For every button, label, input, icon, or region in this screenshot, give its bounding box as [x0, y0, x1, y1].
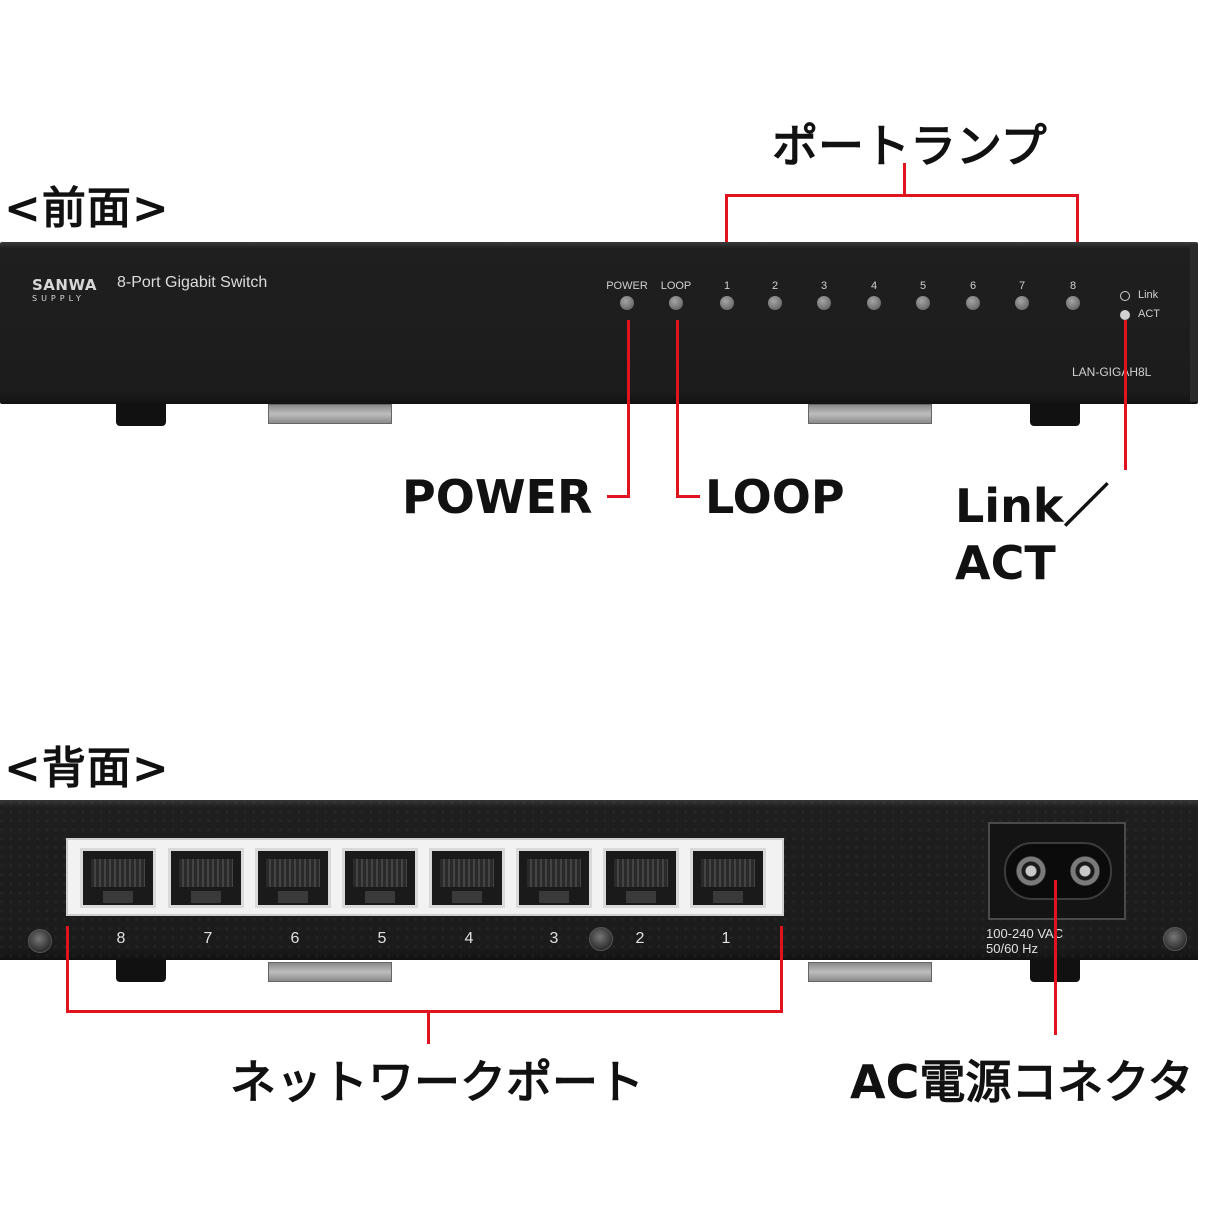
loop-callout: LOOP: [705, 470, 845, 524]
power-callout: POWER: [402, 470, 593, 524]
led-label-port-6: 6: [969, 280, 977, 292]
port-number-5: 5: [377, 930, 387, 947]
port-number-1: 1: [721, 930, 731, 947]
power-callout-line-h: [607, 495, 630, 498]
port-lamp-line-stem: [903, 163, 906, 196]
led-label-port-3: 3: [820, 280, 828, 292]
port-5-led: [916, 296, 930, 310]
screw-icon: [1163, 927, 1187, 951]
legend-link: Link: [1138, 289, 1159, 301]
legend-act: ACT: [1138, 308, 1160, 320]
screw-icon: [28, 929, 52, 953]
ac-socket: [1004, 842, 1112, 900]
act-legend-icon: [1120, 310, 1130, 320]
port-lamp-line-left: [725, 194, 728, 278]
led-label-loop: LOOP: [660, 280, 692, 292]
ethernet-port-4[interactable]: [429, 848, 505, 908]
ac-rating-line1: 100-240 VAC: [986, 926, 1064, 941]
loop-led: [669, 296, 683, 310]
led-label-port-8: 8: [1069, 280, 1077, 292]
port-lamp-line-right: [1076, 194, 1079, 278]
led-label-port-1: 1: [723, 280, 731, 292]
ethernet-port-6[interactable]: [255, 848, 331, 908]
network-port-line-left: [66, 926, 69, 1012]
port-number-4: 4: [464, 930, 474, 947]
front-foot-left: [116, 404, 166, 426]
rear-section-title: <背面>: [4, 743, 170, 794]
ethernet-port-3[interactable]: [516, 848, 592, 908]
network-port-line-bar: [66, 1010, 783, 1013]
front-panel-edge: [1190, 244, 1198, 402]
ac-connector-callout: AC電源コネクタ: [850, 1055, 1194, 1109]
rear-bracket-left: [268, 962, 392, 982]
rear-bracket-right: [808, 962, 932, 982]
ethernet-port-5[interactable]: [342, 848, 418, 908]
port-number-3: 3: [549, 930, 559, 947]
brand-logo: SANWA: [32, 276, 97, 294]
led-label-port-2: 2: [771, 280, 779, 292]
led-label-port-5: 5: [919, 280, 927, 292]
port-lamp-line-bar: [725, 194, 1079, 197]
port-7-led: [1015, 296, 1029, 310]
led-label-port-4: 4: [870, 280, 878, 292]
port-4-led: [867, 296, 881, 310]
network-port-line-right: [780, 926, 783, 1012]
loop-callout-line-v: [676, 320, 679, 498]
port-6-led: [966, 296, 980, 310]
network-port-callout: ネットワークポート: [230, 1055, 644, 1109]
led-label-port-7: 7: [1018, 280, 1026, 292]
ac-pin-left: [1016, 856, 1046, 886]
model-number: LAN-GIGAH8L: [1072, 365, 1152, 379]
product-name: 8-Port Gigabit Switch: [117, 274, 268, 291]
port-number-8: 8: [116, 930, 126, 947]
switch-front-panel: [0, 242, 1198, 404]
power-led: [620, 296, 634, 310]
rear-foot-left: [116, 960, 166, 982]
front-foot-right: [1030, 404, 1080, 426]
front-bracket-left: [268, 404, 392, 424]
ethernet-port-1[interactable]: [690, 848, 766, 908]
link-act-callout-line: [1124, 320, 1127, 470]
ac-connector-callout-line: [1054, 880, 1057, 1035]
ethernet-port-8[interactable]: [80, 848, 156, 908]
port-3-led: [817, 296, 831, 310]
port-2-led: [768, 296, 782, 310]
ac-pin-right: [1070, 856, 1100, 886]
led-label-power: POWER: [606, 280, 648, 292]
port-1-led: [720, 296, 734, 310]
port-number-7: 7: [203, 930, 213, 947]
port-number-6: 6: [290, 930, 300, 947]
loop-callout-line-h: [676, 495, 700, 498]
brand-logo-sub: SUPPLY: [32, 294, 85, 303]
ethernet-port-2[interactable]: [603, 848, 679, 908]
network-port-line-stem: [427, 1010, 430, 1044]
screw-icon: [589, 927, 613, 951]
port-number-2: 2: [635, 930, 645, 947]
port-lamp-callout: ポートランプ: [772, 119, 1047, 173]
link-legend-icon: [1120, 291, 1130, 301]
ac-rating-line2: 50/60 Hz: [986, 941, 1039, 956]
front-bracket-right: [808, 404, 932, 424]
link-act-callout: Link／ACT: [955, 479, 1110, 590]
port-8-led: [1066, 296, 1080, 310]
ethernet-port-7[interactable]: [168, 848, 244, 908]
power-callout-line-v: [627, 320, 630, 498]
ac-power-inlet[interactable]: [988, 822, 1126, 920]
front-section-title: <前面>: [4, 183, 170, 234]
